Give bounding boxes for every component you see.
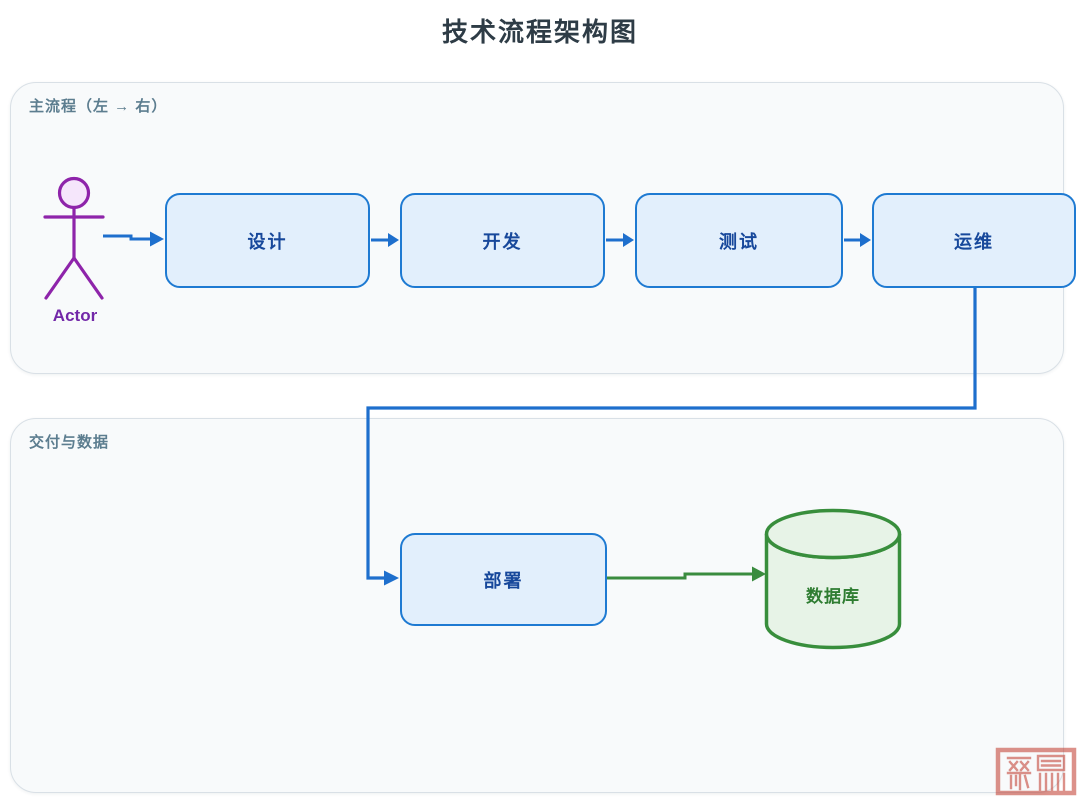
node-ops-label: 运维 [954, 231, 994, 252]
edge-develop-test [606, 233, 634, 247]
arrowhead-icon [623, 233, 634, 247]
arrowhead-icon [752, 566, 766, 582]
node-database-label: 数据库 [806, 587, 860, 606]
actor-leg-right [72, 256, 104, 300]
node-deploy: 部署 [400, 533, 607, 626]
diagram-title: 技术流程架构图 [441, 17, 638, 47]
edge-ops-deploy [366, 288, 977, 586]
edge-deploy-database [607, 566, 766, 582]
edge-actor-design [103, 231, 164, 247]
node-design: 设计 [165, 193, 370, 288]
node-test-label: 测试 [719, 231, 759, 252]
node-develop: 开发 [400, 193, 605, 288]
actor-head [57, 176, 91, 210]
node-design-label: 设计 [247, 231, 288, 252]
actor-leg-left [44, 256, 76, 300]
actor-figure [43, 176, 105, 300]
node-test: 测试 [635, 193, 843, 288]
lane-delivery-data-label: 交付与数据 [29, 434, 110, 451]
arrowhead-icon [860, 233, 871, 247]
arrowhead-icon [384, 570, 399, 586]
lane-main-flow-label: 主流程（左 → 右） [29, 98, 168, 115]
node-deploy-label: 部署 [483, 570, 524, 591]
edge-test-ops [844, 233, 871, 247]
node-ops: 运维 [872, 193, 1076, 288]
red-seal-watermark-icon [995, 747, 1077, 796]
actor-label: Actor [52, 306, 98, 325]
edge-design-develop [371, 233, 399, 247]
arrowhead-icon [388, 233, 399, 247]
node-develop-label: 开发 [482, 231, 523, 252]
database-cylinder [764, 508, 902, 650]
arrowhead-icon [150, 231, 164, 247]
